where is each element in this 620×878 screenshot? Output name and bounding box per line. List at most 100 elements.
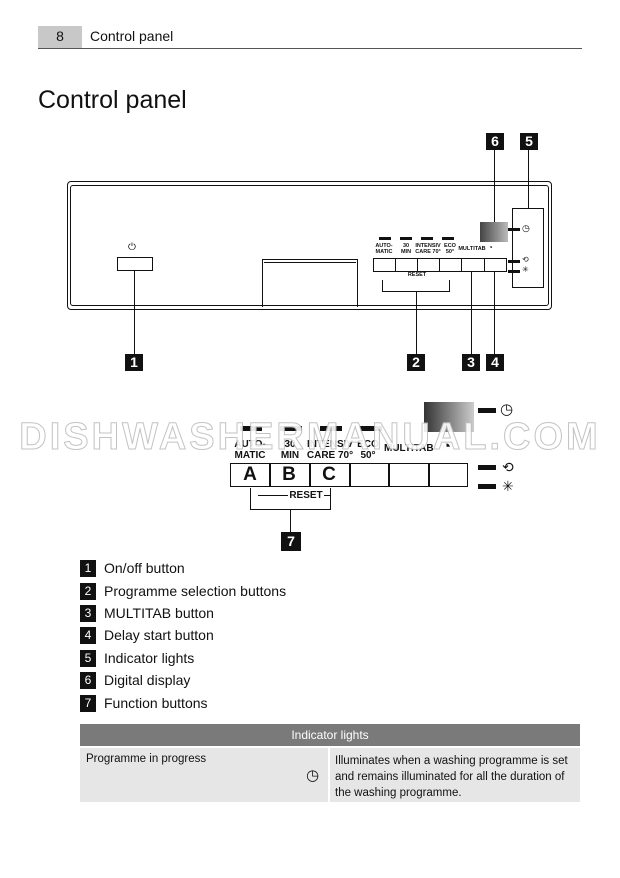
legend-text: Indicator lights bbox=[104, 650, 195, 666]
page-title: Control panel bbox=[38, 86, 187, 114]
leader-line-6 bbox=[494, 150, 495, 222]
clock-icon: ◷ bbox=[500, 401, 514, 418]
function-button-a[interactable]: A bbox=[243, 464, 257, 485]
programme-label: 30 MIN bbox=[280, 439, 300, 461]
programme-label: ECO 50° bbox=[357, 439, 379, 461]
legend-number: 6 bbox=[80, 672, 96, 689]
header-rule bbox=[38, 48, 582, 49]
page-number: 8 bbox=[56, 28, 64, 44]
indicator-description: Illuminates when a washing programme is … bbox=[335, 755, 568, 799]
button-divider bbox=[349, 463, 351, 487]
programme-label: AUTO- MATIC bbox=[375, 243, 393, 255]
legend-text: Digital display bbox=[104, 672, 191, 688]
door-handle bbox=[262, 259, 358, 307]
legend-text: Function buttons bbox=[104, 695, 208, 711]
legend-text: Delay start button bbox=[104, 627, 214, 643]
indicator-dash bbox=[320, 426, 342, 431]
bracket-line bbox=[250, 488, 251, 510]
bracket-line bbox=[449, 280, 450, 292]
callout-5: 5 bbox=[520, 133, 538, 150]
reset-line bbox=[324, 495, 330, 496]
indicator-name: Programme in progress bbox=[86, 753, 207, 765]
multitab-label: MULTITAB bbox=[384, 443, 434, 454]
indicator-dash bbox=[478, 484, 496, 489]
digital-display bbox=[480, 222, 508, 242]
indicator-dash bbox=[421, 237, 433, 240]
table-header: Indicator lights bbox=[80, 724, 580, 746]
panel-inner-outline bbox=[70, 185, 549, 306]
table-cell bbox=[80, 748, 328, 802]
callout-4: 4 bbox=[486, 354, 504, 371]
indicator-dash bbox=[379, 237, 391, 240]
delay-start-icon: ◔ bbox=[488, 243, 493, 252]
legend-text: On/off button bbox=[104, 560, 185, 576]
button-divider bbox=[309, 463, 311, 487]
page-number-box bbox=[38, 26, 82, 48]
callout-6: 6 bbox=[486, 133, 504, 150]
button-divider bbox=[439, 258, 440, 272]
callout-1: 1 bbox=[125, 354, 143, 371]
legend-text: Programme selection buttons bbox=[104, 583, 287, 599]
callout-7: 7 bbox=[281, 532, 301, 551]
indicator-lights-panel bbox=[512, 208, 544, 288]
table-cell bbox=[330, 748, 580, 802]
button-divider bbox=[484, 258, 485, 272]
leader-line-7 bbox=[290, 510, 291, 532]
indicator-dash bbox=[280, 426, 302, 431]
salt-icon: ✳ bbox=[502, 478, 514, 494]
leader-line-3 bbox=[471, 272, 472, 354]
leader-line-2 bbox=[416, 291, 417, 354]
delay-start-icon: ◔ bbox=[442, 438, 452, 455]
leader-line-4 bbox=[494, 272, 495, 354]
header-title: Control panel bbox=[90, 28, 174, 44]
button-divider bbox=[269, 463, 271, 487]
bracket-line bbox=[330, 488, 331, 510]
legend-text: MULTITAB button bbox=[104, 605, 214, 621]
reset-label: RESET bbox=[407, 272, 427, 278]
reset-line bbox=[258, 495, 288, 496]
clock-icon: ◷ bbox=[306, 767, 320, 784]
door-handle-inner bbox=[264, 262, 356, 263]
multitab-label: MULTITAB bbox=[458, 246, 486, 252]
power-symbol-icon: ⏻ bbox=[128, 242, 136, 253]
indicator-dash bbox=[478, 465, 496, 470]
indicator-dash bbox=[442, 237, 454, 240]
digital-display-detail bbox=[424, 402, 474, 432]
leader-line-1 bbox=[134, 271, 135, 355]
indicator-dash bbox=[240, 426, 262, 431]
programme-label: INTENSIV CARE 70° bbox=[415, 243, 441, 255]
callout-3: 3 bbox=[462, 354, 480, 371]
programme-label: AUTO- MATIC bbox=[234, 439, 266, 461]
reset-label: RESET bbox=[289, 490, 323, 501]
rinse-aid-icon: ⟲ bbox=[502, 459, 514, 475]
indicator-dash bbox=[478, 408, 496, 413]
programme-label: 30 MIN bbox=[400, 243, 412, 255]
on-off-button[interactable] bbox=[117, 257, 153, 271]
legend-number: 5 bbox=[80, 650, 96, 667]
legend-number: 1 bbox=[80, 560, 96, 577]
salt-icon: ✳ bbox=[522, 265, 529, 274]
clock-icon: ◷ bbox=[522, 223, 530, 233]
programme-label: ECO 50° bbox=[444, 243, 456, 255]
button-divider bbox=[417, 258, 418, 272]
indicator-dash bbox=[508, 260, 520, 263]
indicator-dash bbox=[360, 426, 382, 431]
legend-number: 3 bbox=[80, 605, 96, 622]
leader-line-5 bbox=[528, 150, 529, 208]
legend-number: 7 bbox=[80, 695, 96, 712]
button-row bbox=[373, 258, 507, 272]
function-button-b[interactable]: B bbox=[282, 464, 296, 485]
indicator-dash bbox=[508, 228, 520, 231]
bracket-line bbox=[382, 280, 383, 292]
function-button-c[interactable]: C bbox=[322, 464, 336, 485]
button-divider bbox=[461, 258, 462, 272]
watermark: DISHWASHERMANUAL.COM bbox=[19, 416, 601, 459]
callout-2: 2 bbox=[407, 354, 425, 371]
panel-outline bbox=[67, 181, 552, 310]
indicator-dash bbox=[508, 270, 520, 273]
indicator-dash bbox=[400, 237, 412, 240]
rinse-aid-icon: ⟲ bbox=[522, 255, 529, 264]
legend-number: 4 bbox=[80, 627, 96, 644]
legend-number: 2 bbox=[80, 583, 96, 600]
button-divider bbox=[388, 463, 390, 487]
